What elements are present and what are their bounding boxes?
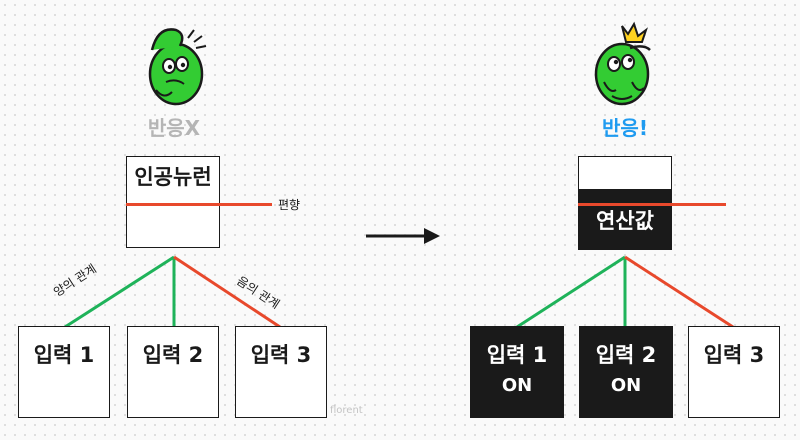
input-label: 입력 1	[486, 343, 548, 367]
bias-line	[126, 203, 272, 206]
input-label: 입력 3	[703, 343, 765, 367]
input-state-on: ON	[610, 375, 642, 396]
neuron-label: 인공뉴런	[134, 165, 212, 189]
left-status-label: 반응X	[147, 116, 201, 140]
input-box-2: 입력 2	[127, 326, 219, 418]
negative-connection-3-right	[624, 255, 734, 329]
input-box-3: 입력 3	[235, 326, 327, 418]
arrow-right-icon	[366, 228, 440, 244]
excited-mascot-icon	[594, 21, 651, 106]
negative-connection-3	[173, 255, 281, 329]
computed-value-label: 연산값	[596, 209, 654, 233]
input-label: 입력 3	[250, 343, 312, 367]
bias-label: 편향	[278, 198, 301, 212]
input-box-2-on: 입력 2 ON	[579, 326, 673, 418]
right-status-label: 반응!	[602, 116, 648, 140]
input-box-1-on: 입력 1 ON	[470, 326, 564, 418]
positive-connection-1	[64, 255, 175, 329]
computed-value-fill	[579, 189, 671, 249]
input-box-3-off: 입력 3	[688, 326, 780, 418]
watermark: florent	[330, 405, 363, 416]
input-box-1: 입력 1	[18, 326, 110, 418]
input-label: 입력 1	[33, 343, 95, 367]
confused-mascot-icon	[148, 28, 207, 106]
input-label: 입력 2	[142, 343, 204, 367]
input-label: 입력 2	[595, 343, 657, 367]
bias-line-right	[578, 203, 726, 206]
positive-connection-1-right	[516, 255, 626, 329]
input-state-on: ON	[501, 375, 533, 396]
artificial-neuron: 인공뉴런	[126, 156, 220, 248]
